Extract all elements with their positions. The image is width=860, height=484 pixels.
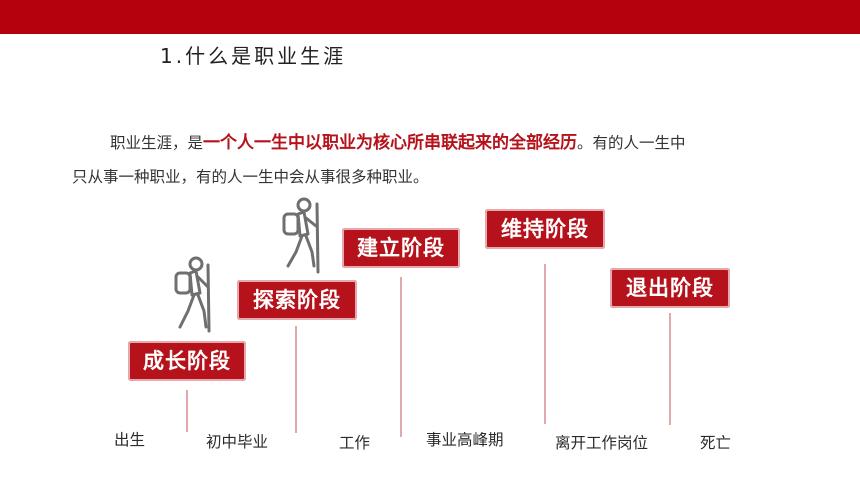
para-rest: 。有的人一生中 <box>577 134 686 152</box>
para-lead: 职业生涯，是 <box>110 134 204 152</box>
timeline-line-exploration <box>295 326 297 433</box>
milestone-death: 死亡 <box>700 434 732 452</box>
timeline-line-decline <box>669 313 671 425</box>
timeline-line-growth <box>186 390 188 432</box>
stage-badge-maintenance: 维持阶段 <box>485 209 605 249</box>
stage-badge-decline: 退出阶段 <box>610 268 730 308</box>
intro-paragraph: 职业生涯，是一个人一生中以职业为核心所串联起来的全部经历。有的人一生中 只从事一… <box>72 126 822 194</box>
stage-badge-exploration: 探索阶段 <box>237 280 357 320</box>
milestone-birth: 出生 <box>114 431 146 449</box>
milestone-career-peak: 事业高峰期 <box>426 431 504 449</box>
milestone-leave-job: 离开工作岗位 <box>555 434 649 452</box>
para-line2: 只从事一种职业，有的人一生中会从事很多种职业。 <box>72 168 429 186</box>
milestone-work: 工作 <box>339 434 371 452</box>
top-banner <box>0 0 860 34</box>
timeline-line-establishment <box>400 277 402 437</box>
stage-badge-establishment: 建立阶段 <box>342 228 460 268</box>
page-title: 1.什么是职业生涯 <box>160 44 347 68</box>
hiker-icon <box>174 256 211 333</box>
milestone-junior-high-graduation: 初中毕业 <box>206 433 269 451</box>
para-highlight: 一个人一生中以职业为核心所串联起来的全部经历 <box>203 133 578 153</box>
timeline-line-maintenance <box>544 264 546 424</box>
stage-badge-growth: 成长阶段 <box>128 341 246 381</box>
hiker-icon <box>282 197 320 274</box>
